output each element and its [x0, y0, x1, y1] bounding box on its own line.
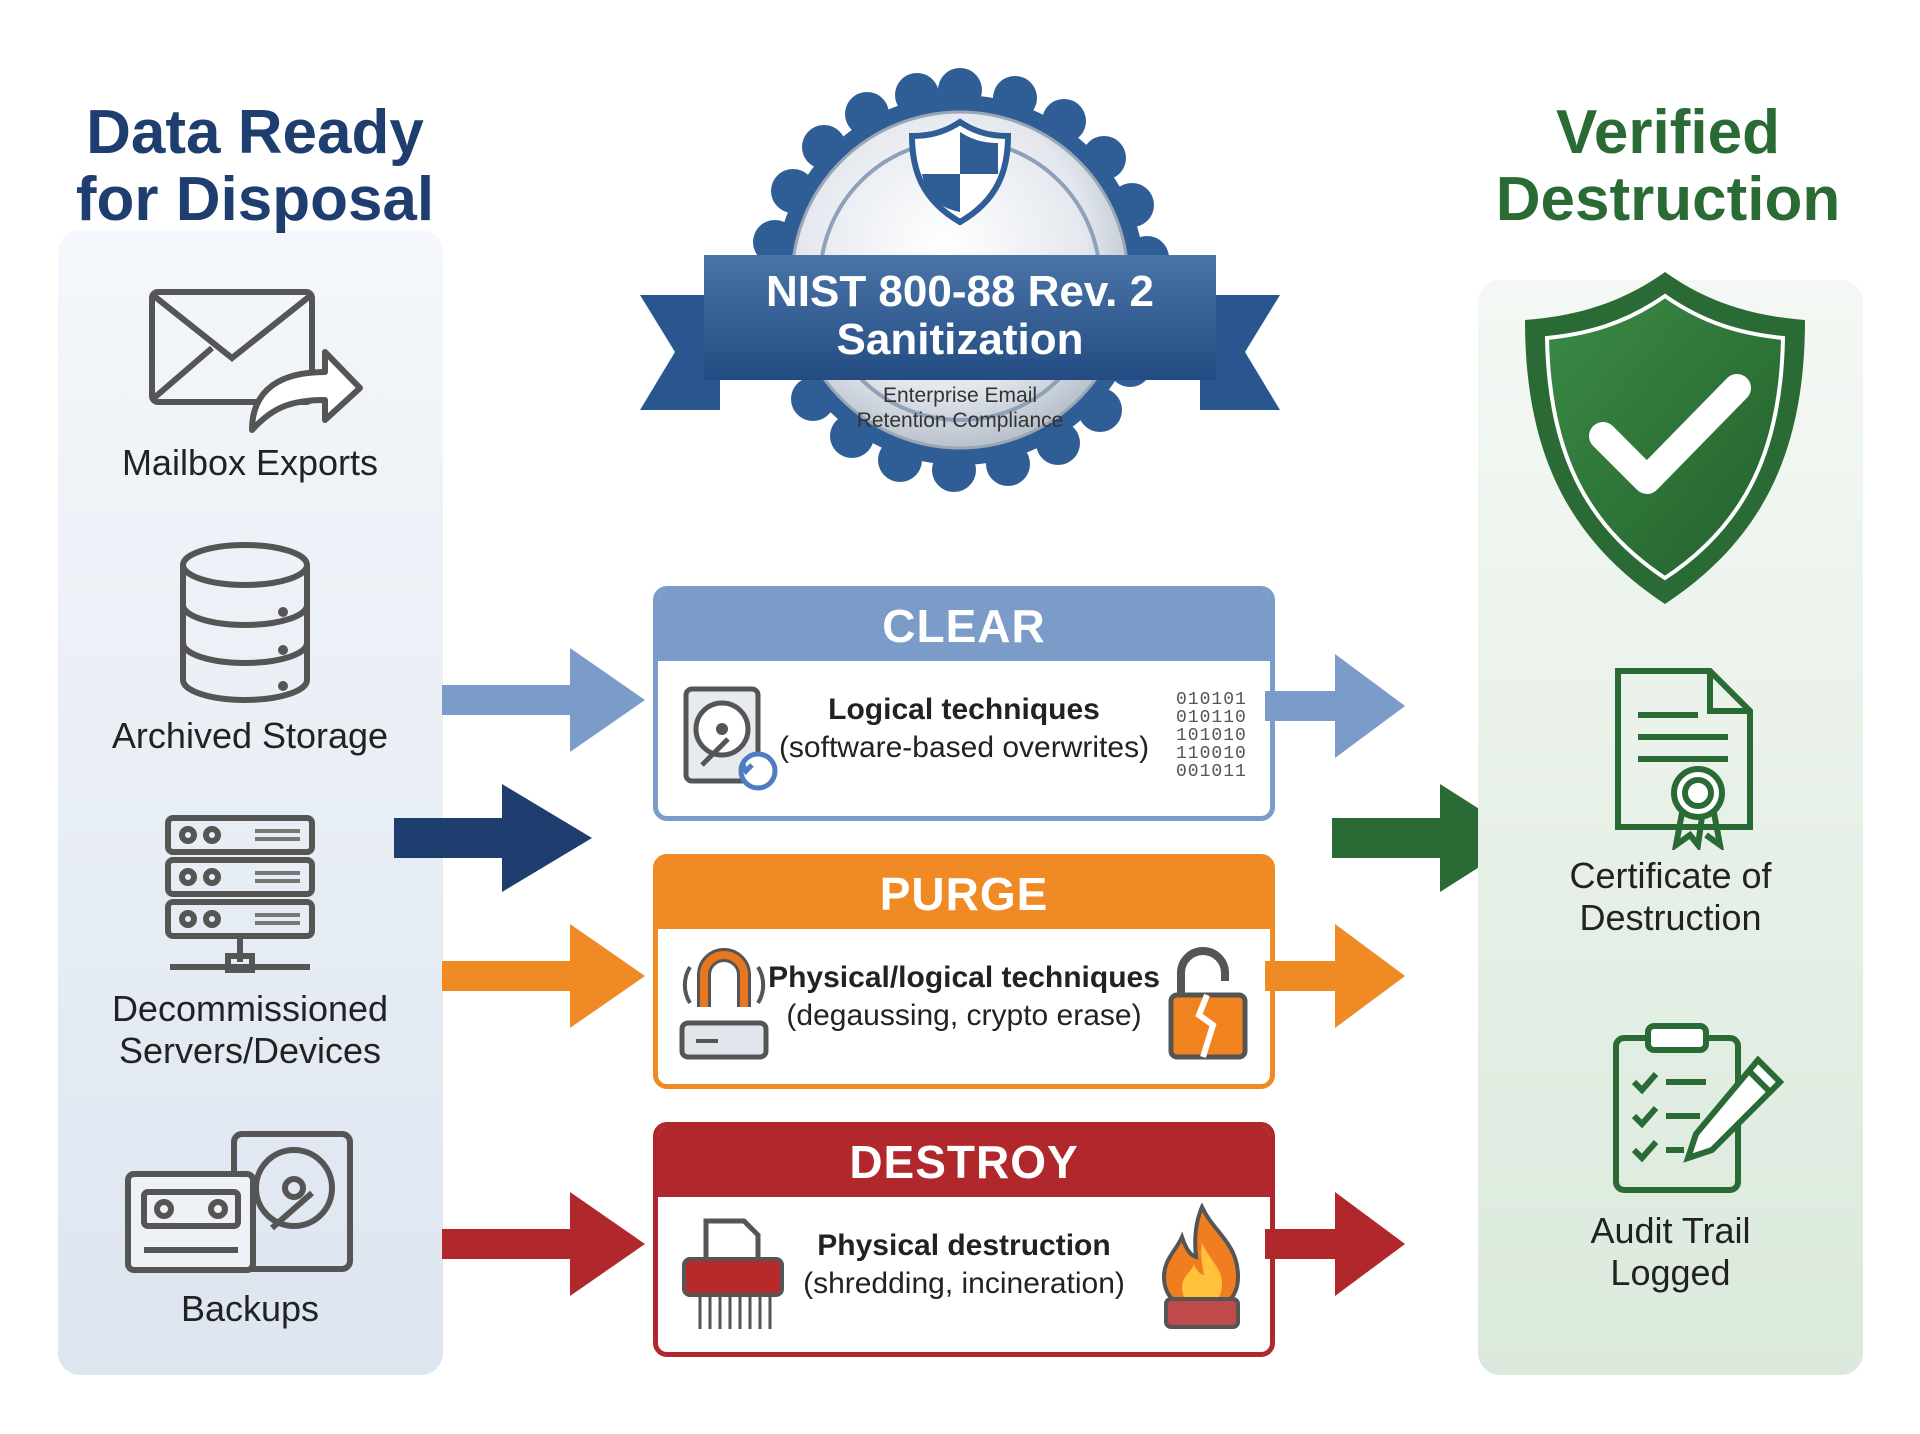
server-rack-icon	[165, 815, 315, 973]
degausser-magnet-icon	[679, 948, 769, 1060]
destroy-method-title: DESTROY	[658, 1127, 1270, 1197]
clear-method-box: CLEAR Logical techniques (software-based…	[653, 586, 1275, 821]
arrow-from-purge	[1265, 924, 1405, 1028]
arrow-from-clear	[1265, 654, 1405, 758]
shredder-icon	[682, 1218, 784, 1329]
nist-seal-title: NIST 800-88 Rev. 2 Sanitization	[765, 267, 1155, 364]
clipboard-checklist-icon	[1613, 1023, 1785, 1193]
audit-trail-logged-label: Audit Trail Logged	[1590, 1210, 1751, 1294]
destroy-method-heading: Physical destruction	[817, 1229, 1111, 1262]
purge-method-box: PURGE Physical/logical techniques (degau…	[653, 854, 1275, 1089]
arrow-to-purge	[442, 924, 645, 1028]
envelope-forward-icon	[149, 289, 363, 433]
clear-method-detail: (software-based overwrites)	[778, 730, 1150, 764]
certificate-icon	[1615, 668, 1753, 850]
nist-seal	[640, 68, 1280, 492]
clear-method-heading: Logical techniques	[828, 693, 1100, 726]
decommissioned-servers-label: Decommissioned Servers/Devices	[111, 988, 389, 1072]
tape-and-disk-icon	[125, 1131, 353, 1273]
arrow-main-input	[394, 784, 592, 892]
mailbox-exports-label: Mailbox Exports	[121, 442, 379, 483]
archived-storage-label: Archived Storage	[111, 715, 389, 756]
arrow-main-output	[1332, 784, 1525, 892]
purge-method-detail: (degaussing, crypto erase)	[786, 998, 1142, 1032]
nist-seal-subtitle: Enterprise Email Retention Compliance	[856, 384, 1064, 433]
arrow-to-clear	[442, 648, 645, 752]
arrow-from-destroy	[1265, 1192, 1405, 1296]
purge-method-title: PURGE	[658, 859, 1270, 929]
source-column-title: Data Ready for Disposal	[75, 98, 435, 234]
arrow-to-destroy	[442, 1192, 645, 1296]
verified-shield-check-icon	[1525, 272, 1805, 604]
certificate-of-destruction-label: Certificate of Destruction	[1569, 855, 1772, 939]
verification-column-title: Verified Destruction	[1495, 98, 1841, 234]
shield-icon	[908, 118, 1012, 226]
database-icon	[180, 542, 310, 703]
binary-data-text: 010101 010110 101010 110010 001011	[1176, 690, 1247, 782]
fire-incineration-icon	[1161, 1203, 1241, 1329]
destroy-method-detail: (shredding, incineration)	[803, 1266, 1125, 1300]
backups-label: Backups	[180, 1288, 320, 1329]
destroy-method-box: DESTROY Physical destruction (shredding,…	[653, 1122, 1275, 1357]
clear-method-title: CLEAR	[658, 591, 1270, 661]
broken-lock-icon	[1168, 947, 1248, 1060]
purge-method-heading: Physical/logical techniques	[768, 961, 1160, 994]
hard-drive-overwrite-icon	[683, 686, 778, 791]
